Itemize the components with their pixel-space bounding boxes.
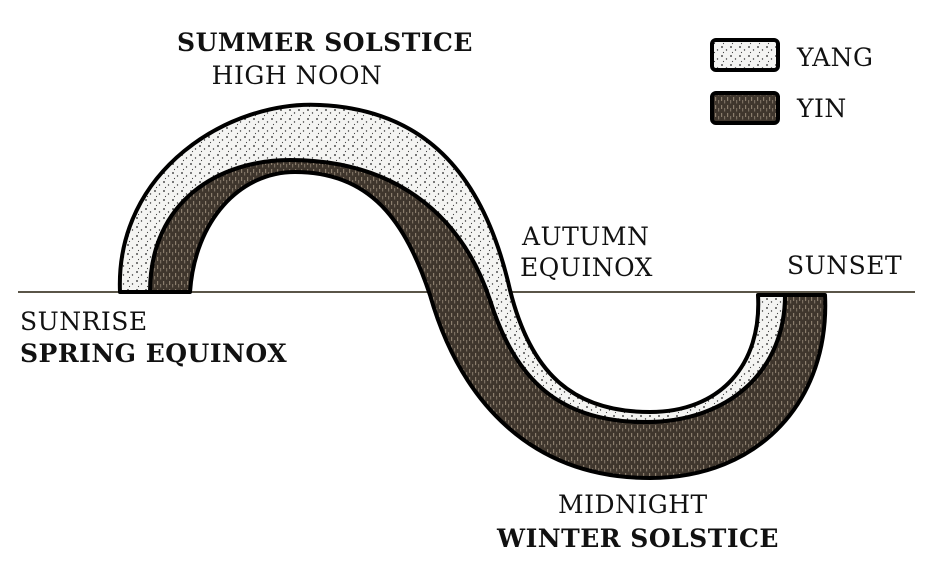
label-midnight: MIDNIGHT [558,490,708,519]
legend-yin-label: YIN [796,94,847,123]
legend-yin-swatch [710,91,780,125]
yang-band [117,102,787,424]
label-equinox: EQUINOX [520,253,653,282]
legend-yang-swatch [710,38,780,72]
yin-band [148,158,828,480]
label-sunrise: SUNRISE [20,307,148,336]
label-sunset: SUNSET [787,251,902,280]
legend-yang-label: YANG [796,43,873,72]
legend: YANG YIN [710,38,873,125]
label-spring-equinox: SPRING EQUINOX [20,339,287,368]
label-winter-solstice: WINTER SOLSTICE [496,524,779,553]
label-summer-solstice: SUMMER SOLSTICE [177,28,473,57]
label-high-noon: HIGH NOON [212,61,383,90]
label-autumn: AUTUMN [521,222,649,251]
